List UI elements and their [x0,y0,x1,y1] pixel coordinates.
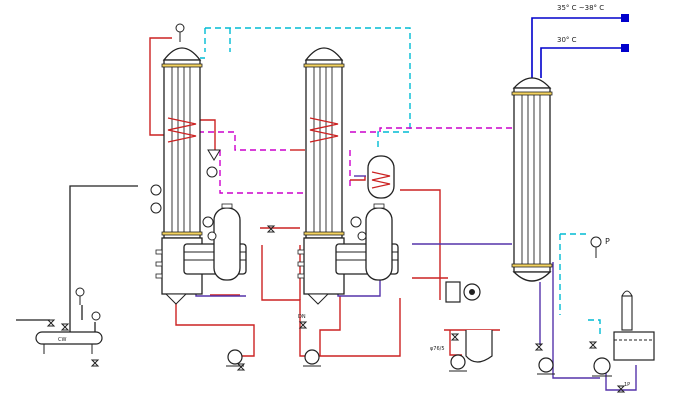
separator-2-gauge [350,216,362,228]
evaporator-1-gauge-t1 [150,184,162,196]
evaporator-1 [155,23,203,305]
rail-tag-label: DN [298,314,306,320]
receiving-tank [465,330,493,363]
separator-2 [335,203,399,281]
vacuum-tag-label: 1P [624,382,630,388]
steam-trap-1[interactable] [206,149,221,178]
header-valve-2[interactable] [46,319,56,327]
preheater [367,155,395,199]
valve-condensate[interactable] [534,343,544,351]
left-header-lines [16,185,138,340]
pump-3[interactable] [449,354,467,372]
vacuum-pump[interactable] [592,357,612,377]
evaporator-1-vent [175,23,185,33]
cw-outlet-arrow-bottom [621,44,629,52]
pump-4[interactable] [537,357,555,375]
separator-1 [183,203,247,281]
header-drum-tag: CW [58,337,66,343]
pump-2[interactable] [303,349,321,367]
header-pressure-gauge-1 [75,287,85,305]
header-pressure-gauge-2 [91,311,101,321]
pump-tag-label: φ76/5 [430,346,445,352]
vapor-dashed-lines [198,127,512,194]
valve-drain-1[interactable] [298,321,308,329]
valve-vacuum[interactable] [588,341,598,349]
header-valve-3[interactable] [90,359,100,367]
condenser-pressure-gauge [590,236,602,258]
evaporator-1-gauge-p1 [150,202,162,214]
pump-1[interactable] [226,349,244,367]
header-drum: CW [35,331,103,354]
pressure-gauge-label: P [605,237,610,246]
temp-single-label: 30° C [557,36,577,44]
evaporator-1-heater-coil [167,117,197,143]
temp-range-label: 35° C ~38° C [557,4,604,12]
valve-drain-2[interactable] [450,333,460,341]
mixer-motor[interactable] [445,281,481,303]
condenser [511,77,553,282]
cw-outlet-arrow-top [621,14,629,22]
valve-steam-2[interactable] [236,363,246,371]
evaporator-2-heater-coil [309,117,339,143]
separator-1-gauge [202,216,214,228]
cooling-water-lines [531,17,625,78]
valve-steam-1[interactable] [266,225,276,233]
vacuum-tank [613,290,655,361]
header-valve-1[interactable] [60,323,70,331]
valve-outlet[interactable] [616,385,626,393]
